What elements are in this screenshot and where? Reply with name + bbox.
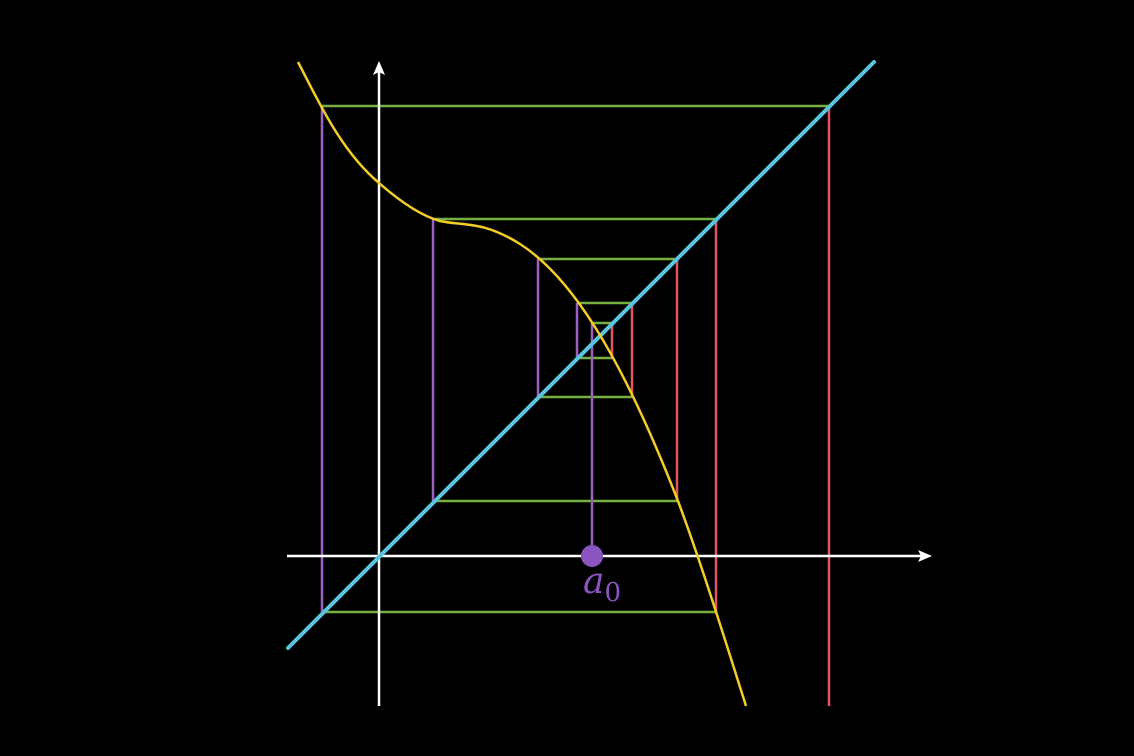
arrow-right-icon xyxy=(918,550,932,562)
start-point xyxy=(581,545,603,567)
axes xyxy=(287,61,932,706)
start-label: a0 xyxy=(583,561,621,608)
start-label-subscript: 0 xyxy=(604,578,621,608)
start-label-base: a xyxy=(583,561,604,602)
arrow-up-icon xyxy=(373,61,385,75)
function-curve xyxy=(296,61,748,707)
identity-line xyxy=(286,60,876,650)
cobweb-steps xyxy=(320,104,831,706)
